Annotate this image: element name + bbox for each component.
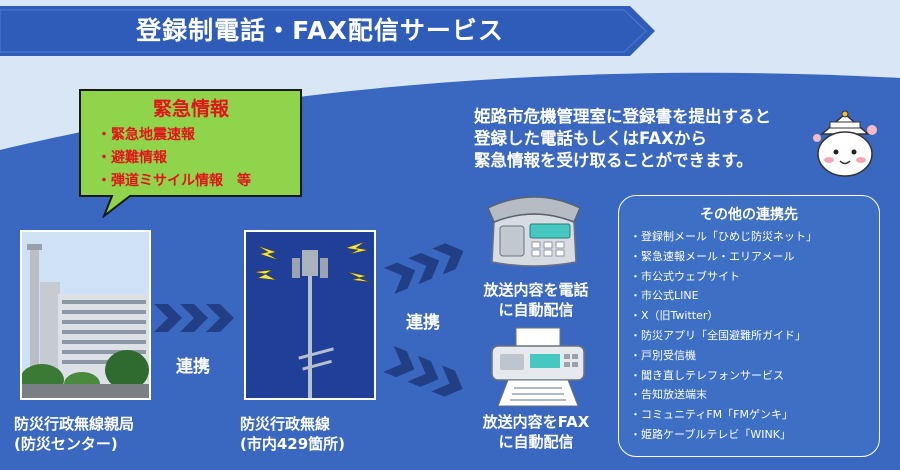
chevron-arrow-down-right-icon (384, 345, 463, 397)
himeji-castle-mascot-icon (813, 110, 877, 177)
telephone-icon (487, 196, 581, 267)
service-description: 姫路市危機管理室に登録書を提出すると 登録した電話もしくはFAXから 緊急情報を… (474, 106, 834, 172)
other-link-item: ・市公式LINE (630, 289, 699, 303)
title-banner (0, 6, 655, 56)
fax-caption-line: に自動配信 (498, 433, 574, 451)
phone-caption-line: に自動配信 (498, 301, 574, 319)
station-name: 防災行政無線親局 (14, 415, 135, 433)
emergency-list: ・緊急地震速報 ・避難情報 ・弾道ミサイル情報 等 (97, 124, 307, 193)
phone-caption-line: 放送内容を電話 (483, 281, 589, 299)
emergency-item: ・避難情報 (97, 150, 167, 166)
other-link-item: ・防災アプリ「全国避難所ガイド」 (630, 328, 806, 342)
other-link-item: ・聞き直しテレフォンサービス (630, 368, 784, 382)
page-title: 登録制電話・FAX配信サービス (136, 16, 504, 45)
emergency-title: 緊急情報 (152, 98, 229, 120)
emergency-speech-bubble (79, 89, 302, 218)
other-link-item: ・戸別受信機 (630, 348, 696, 362)
station-caption: 防災行政無線親局 (防災センター) (14, 414, 134, 454)
other-links-title: その他の連携先 (700, 207, 798, 223)
fax-machine-icon (491, 327, 585, 407)
radio-tower-photo (244, 230, 376, 400)
chevron-arrow-up-right-icon (384, 243, 464, 294)
chevron-arrow-right-icon (154, 304, 234, 332)
fax-caption-line: 放送内容をFAX (482, 413, 590, 431)
radio-subname: (市内429箇所) (240, 435, 346, 453)
description-line: 登録した電話もしくはFAXから (474, 129, 707, 148)
other-link-item: ・姫路ケーブルテレビ「WINK」 (630, 427, 791, 441)
fax-caption: 放送内容をFAX に自動配信 (466, 412, 606, 452)
disaster-center-building-photo (20, 230, 151, 400)
other-link-item: ・コミュニティFM「FMゲンキ」 (630, 408, 793, 422)
link-label-radio: 連携 (406, 313, 440, 333)
other-link-item: ・市公式ウェブサイト (630, 269, 740, 283)
emergency-item: ・緊急地震速報 (97, 127, 195, 143)
link-label-station: 連携 (176, 357, 210, 377)
radio-name: 防災行政無線 (240, 415, 331, 433)
other-link-item: ・登録制メール「ひめじ防災ネット」 (630, 230, 817, 243)
description-line: 姫路市危機管理室に登録書を提出すると (474, 107, 771, 126)
emergency-item: ・弾道ミサイル情報 等 (97, 173, 251, 189)
other-link-item: ・緊急速報メール・エリアメール (630, 249, 795, 263)
other-link-item: ・告知放送端末 (630, 388, 707, 402)
other-links-panel (618, 195, 880, 457)
other-links-list: ・登録制メール「ひめじ防災ネット」 ・緊急速報メール・エリアメール ・市公式ウェ… (630, 227, 880, 445)
phone-caption: 放送内容を電話 に自動配信 (466, 280, 606, 320)
description-line: 緊急情報を受け取ることができます。 (474, 151, 753, 170)
station-subname: (防災センター) (14, 435, 118, 453)
other-link-item: ・X（旧Twitter） (630, 309, 719, 323)
radio-caption: 防災行政無線 (市内429箇所) (240, 414, 345, 454)
